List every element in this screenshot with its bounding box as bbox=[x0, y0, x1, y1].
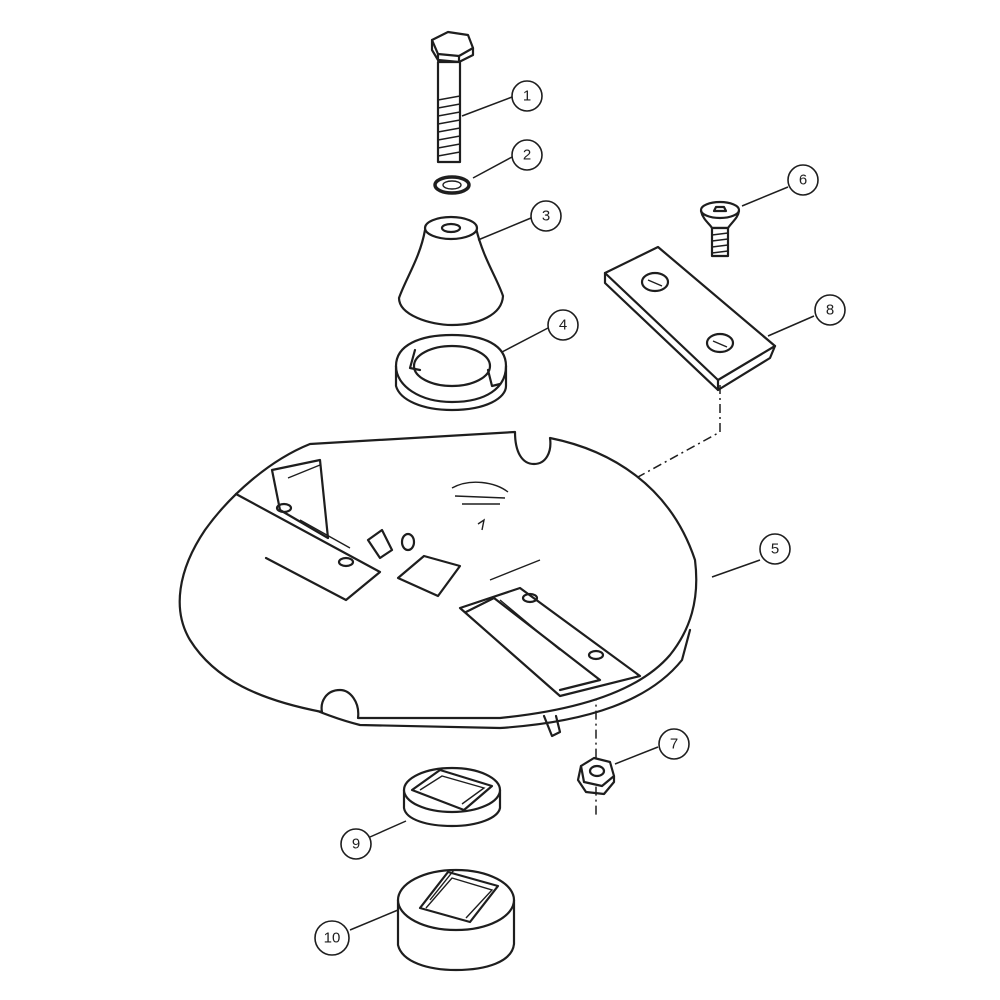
callout-1: 1 bbox=[511, 80, 543, 112]
callout-9: 9 bbox=[340, 828, 372, 860]
callout-10: 10 bbox=[314, 920, 350, 956]
leader-1 bbox=[461, 96, 513, 117]
callout-7: 7 bbox=[658, 728, 690, 760]
callout-7-label: 7 bbox=[670, 736, 678, 753]
callout-3: 3 bbox=[530, 200, 562, 232]
leader-6 bbox=[741, 186, 789, 207]
callout-4-label: 4 bbox=[559, 317, 567, 334]
callout-2-label: 2 bbox=[523, 147, 531, 164]
callout-4: 4 bbox=[547, 309, 579, 341]
callout-8-label: 8 bbox=[826, 302, 834, 319]
part-hex-nut bbox=[576, 756, 616, 796]
callout-8: 8 bbox=[814, 294, 846, 326]
part-disc-plate bbox=[178, 430, 698, 738]
callout-5: 5 bbox=[759, 533, 791, 565]
callout-3-label: 3 bbox=[542, 208, 550, 225]
callout-9-label: 9 bbox=[352, 836, 360, 853]
part-drive-hub bbox=[396, 868, 516, 972]
callout-6: 6 bbox=[787, 164, 819, 196]
part-washer bbox=[433, 175, 471, 195]
part-cone bbox=[397, 215, 505, 327]
part-blade bbox=[603, 245, 777, 392]
callout-5-label: 5 bbox=[771, 541, 779, 558]
leader-8 bbox=[767, 315, 815, 337]
leader-7 bbox=[614, 746, 659, 765]
callout-1-label: 1 bbox=[523, 88, 531, 105]
part-countersunk-screw bbox=[699, 200, 741, 258]
callout-2: 2 bbox=[511, 139, 543, 171]
leader-2 bbox=[472, 156, 513, 179]
callout-10-label: 10 bbox=[324, 930, 341, 947]
part-bolt bbox=[430, 30, 475, 164]
leader-9 bbox=[369, 820, 407, 838]
leader-4 bbox=[501, 327, 549, 353]
part-square-bushing bbox=[402, 766, 502, 828]
callout-6-label: 6 bbox=[799, 172, 807, 189]
leader-5 bbox=[711, 559, 761, 578]
part-keyed-ring bbox=[394, 333, 508, 412]
leader-3 bbox=[477, 217, 532, 241]
leader-10 bbox=[349, 909, 399, 931]
